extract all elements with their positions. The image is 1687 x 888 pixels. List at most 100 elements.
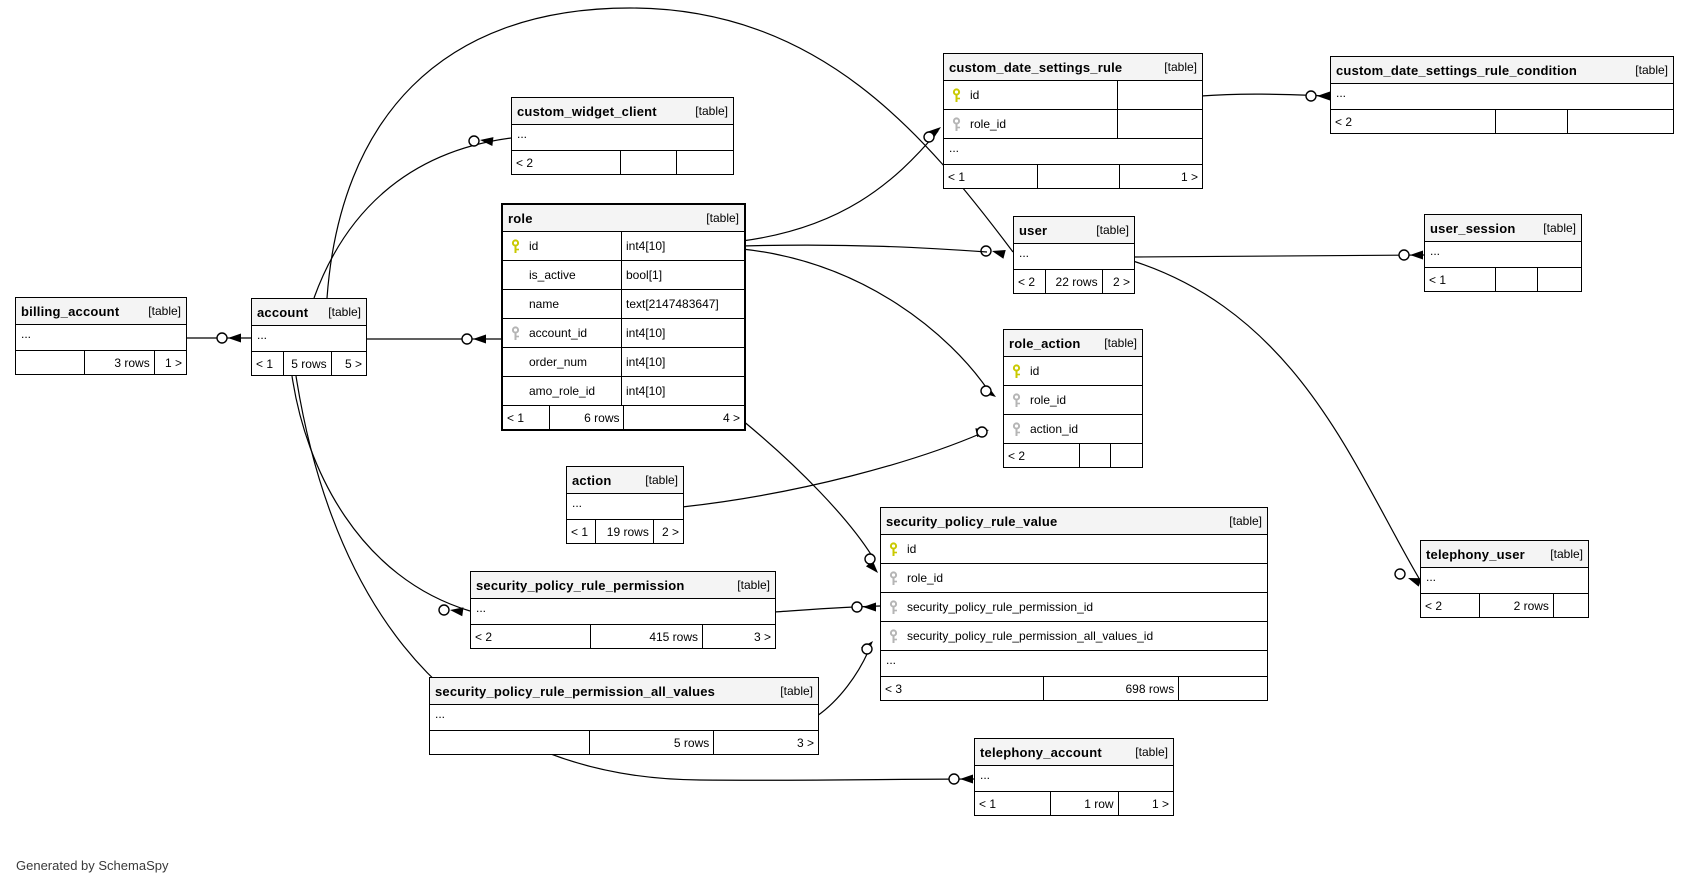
column-type: int4[10] (621, 232, 744, 260)
edge-account-to-billing_account (185, 332, 251, 344)
footer-children (1552, 594, 1588, 617)
table-name-link[interactable]: account (257, 304, 309, 320)
column-type: text[2147483647] (621, 290, 744, 318)
table-name-link[interactable]: user (1019, 222, 1048, 238)
zero-or-one-circle-icon (861, 643, 873, 655)
footer-children: 2 > (652, 520, 683, 543)
table-header: custom_widget_client[table] (512, 98, 733, 125)
table-name-link[interactable]: action (572, 472, 612, 488)
column-name: order_num (529, 355, 588, 369)
more-columns-ellipsis: ... (471, 599, 775, 625)
column-name: name (529, 297, 560, 311)
edge-role-to-security_policy_rule_value (741, 419, 878, 573)
arrowhead-icon (865, 560, 878, 573)
table-tag: [table] (1135, 745, 1168, 759)
table-name-link[interactable]: billing_account (21, 303, 120, 319)
table-header: security_policy_rule_permission_all_valu… (430, 678, 818, 705)
table-tag: [table] (706, 211, 739, 225)
arrowhead-icon (450, 607, 464, 617)
table-security_policy_rule_permission: security_policy_rule_permission[table]..… (470, 571, 776, 649)
footer-parents: < 1 (948, 169, 966, 184)
zero-or-one-circle-icon (976, 426, 988, 438)
table-tag: [table] (1096, 223, 1129, 237)
table-name-link[interactable]: custom_widget_client (517, 103, 657, 119)
more-columns-ellipsis: ... (512, 125, 733, 151)
arrowhead-icon (960, 774, 973, 784)
primary-key-icon (944, 87, 968, 103)
footer-children (1110, 444, 1142, 467)
table-name-link[interactable]: role (508, 210, 533, 226)
primary-key-icon (881, 541, 905, 557)
footer-children: 3 > (713, 731, 818, 754)
table-name-link[interactable]: security_policy_rule_permission_all_valu… (435, 683, 716, 699)
arrowhead-icon (1317, 91, 1330, 101)
table-name-link[interactable]: custom_date_settings_rule_condition (1336, 62, 1578, 78)
zero-or-one-circle-icon (438, 604, 450, 616)
footer-parents (16, 351, 84, 374)
zero-or-one-circle-icon (1398, 249, 1410, 261)
footer-rowcount (1036, 165, 1120, 188)
arrowhead-icon (1408, 578, 1422, 587)
edge-security_policy_rule_permission-to-security_policy_rule_value (773, 601, 881, 613)
edge-role-to-role_action (741, 248, 996, 397)
column-row-role_id: role_id (881, 564, 1267, 593)
table-tag: [table] (1229, 514, 1262, 528)
zero-or-one-circle-icon (468, 135, 480, 147)
footer-parents: < 1 (571, 524, 589, 539)
edge-role-to-custom_date_settings_rule (741, 127, 941, 242)
zero-or-one-circle-icon (1305, 90, 1317, 102)
footer-children (675, 151, 733, 174)
table-name-link[interactable]: custom_date_settings_rule (949, 59, 1123, 75)
table-footer: < 2 (512, 151, 733, 174)
foreign-key-icon (881, 570, 905, 586)
column-row-id: id (1004, 357, 1142, 386)
table-tag: [table] (1164, 60, 1197, 74)
column-name: is_active (529, 268, 576, 282)
table-name-link[interactable]: telephony_account (980, 744, 1102, 760)
arrowhead-icon (927, 127, 941, 139)
table-name-link[interactable]: security_policy_rule_permission (476, 577, 685, 593)
footer-parents: < 1 (507, 410, 525, 425)
footer-rowcount: 5 rows (589, 731, 713, 754)
table-header: security_policy_rule_permission[table] (471, 572, 775, 599)
table-tag: [table] (1104, 336, 1137, 350)
edge-action-to-role_action (681, 426, 989, 508)
footer-parents: < 2 (1018, 274, 1036, 289)
table-header: action [table] (567, 467, 683, 494)
table-tag: [table] (1543, 221, 1576, 235)
more-columns-ellipsis: ... (1331, 84, 1673, 110)
footer-parents: < 2 (475, 629, 493, 644)
footer-rowcount: 5 rows (282, 352, 331, 375)
arrowhead-icon (228, 333, 241, 343)
table-name-link[interactable]: security_policy_rule_value (886, 513, 1058, 529)
footer-children: 1 > (153, 351, 186, 374)
footer-children: 1 > (1117, 792, 1173, 815)
more-columns-ellipsis: ... (252, 326, 366, 352)
table-name-link[interactable]: telephony_user (1426, 546, 1525, 562)
footer-children (1537, 268, 1581, 291)
table-name-link[interactable]: role_action (1009, 335, 1081, 351)
column-row-security_policy_rule_permission_id: security_policy_rule_permission_id (881, 593, 1267, 622)
more-columns-ellipsis: ... (881, 651, 1267, 677)
footer-children (1566, 110, 1673, 133)
zero-or-one-circle-icon (461, 333, 473, 345)
column-name: amo_role_id (529, 384, 596, 398)
table-name-link[interactable]: user_session (1430, 220, 1516, 236)
footer-children: 2 > (1101, 270, 1134, 293)
table-tag: [table] (328, 305, 361, 319)
table-header: account [table] (252, 299, 366, 326)
footer-children: 5 > (330, 352, 366, 375)
table-header: user [table] (1014, 217, 1134, 244)
table-tag: [table] (645, 473, 678, 487)
table-header: role [table] (503, 205, 744, 232)
